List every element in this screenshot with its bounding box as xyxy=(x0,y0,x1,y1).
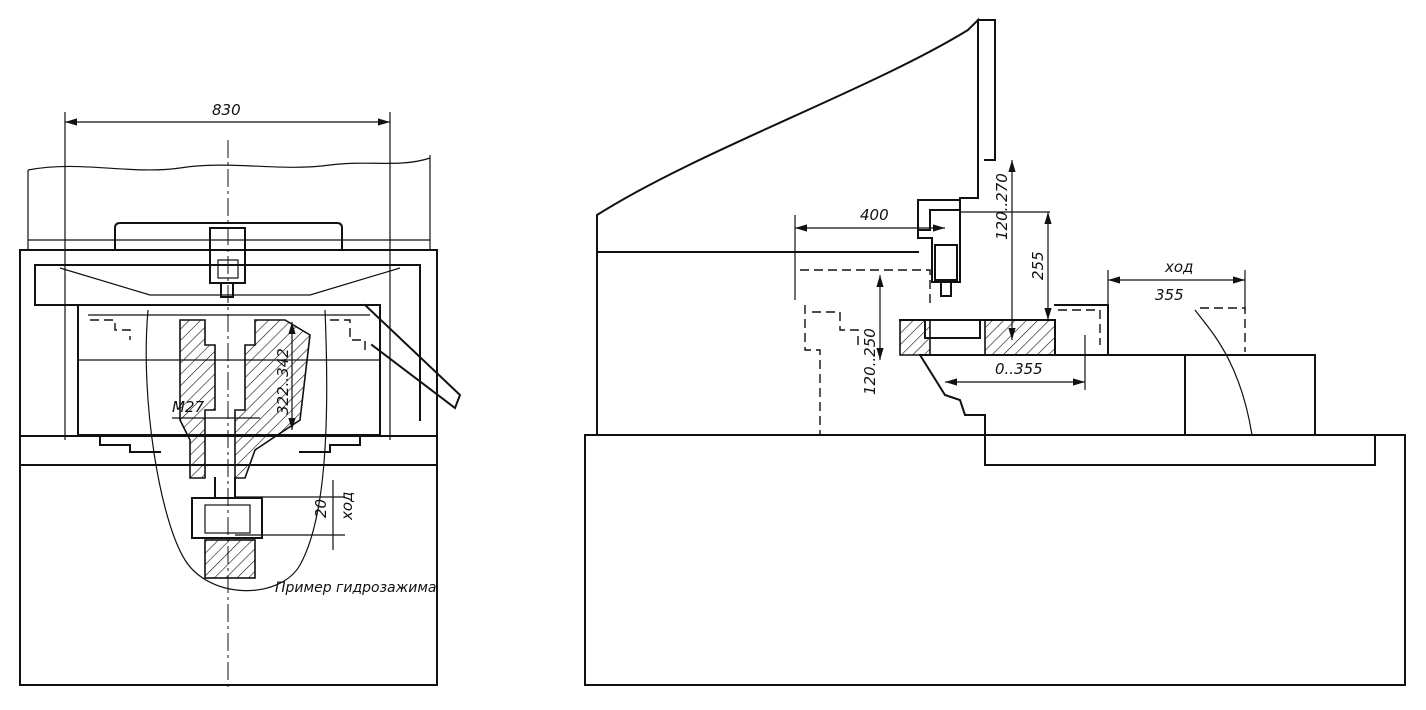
left-cylinder xyxy=(191,497,263,539)
stroke-word-left: ход xyxy=(338,492,356,521)
right-clamp-head xyxy=(917,199,961,283)
right-bed xyxy=(584,434,1406,686)
left-bracket-arm xyxy=(363,303,462,410)
hydro-clamp-caption: Пример гидрозажима xyxy=(275,580,437,596)
dim-120-270-text: 120..270 xyxy=(993,173,1011,240)
thread-m27-text: M27 xyxy=(172,398,204,416)
left-slide-block xyxy=(77,304,381,436)
left-hatch-piston xyxy=(204,539,256,579)
dim-20-text: 20 xyxy=(312,499,330,518)
left-hatch-body-right xyxy=(234,319,311,479)
dim-830-text: 830 xyxy=(212,101,241,119)
right-ghost-left xyxy=(800,269,931,305)
dim-255-text: 255 xyxy=(1029,251,1047,280)
right-ghost-right xyxy=(1200,307,1246,352)
left-view: 830 322..342 M27 20 ход Пример гидрозажи… xyxy=(19,101,462,690)
right-column xyxy=(596,17,979,436)
dim-0-355-text: 0..355 xyxy=(995,360,1043,378)
stroke-word-right: ход xyxy=(1164,258,1193,276)
right-view: 400 120..270 255 120..250 0..355 ход 355 xyxy=(584,17,1406,686)
left-hatch-body-left xyxy=(179,319,216,479)
hydro-clamp-outline xyxy=(145,309,328,592)
left-break-line xyxy=(27,157,431,171)
dim-355-text: 355 xyxy=(1155,286,1184,304)
dim-120-250-text: 120..250 xyxy=(861,328,879,395)
dim-322-342-text: 322..342 xyxy=(274,348,292,415)
dim-400-text: 400 xyxy=(860,206,889,224)
